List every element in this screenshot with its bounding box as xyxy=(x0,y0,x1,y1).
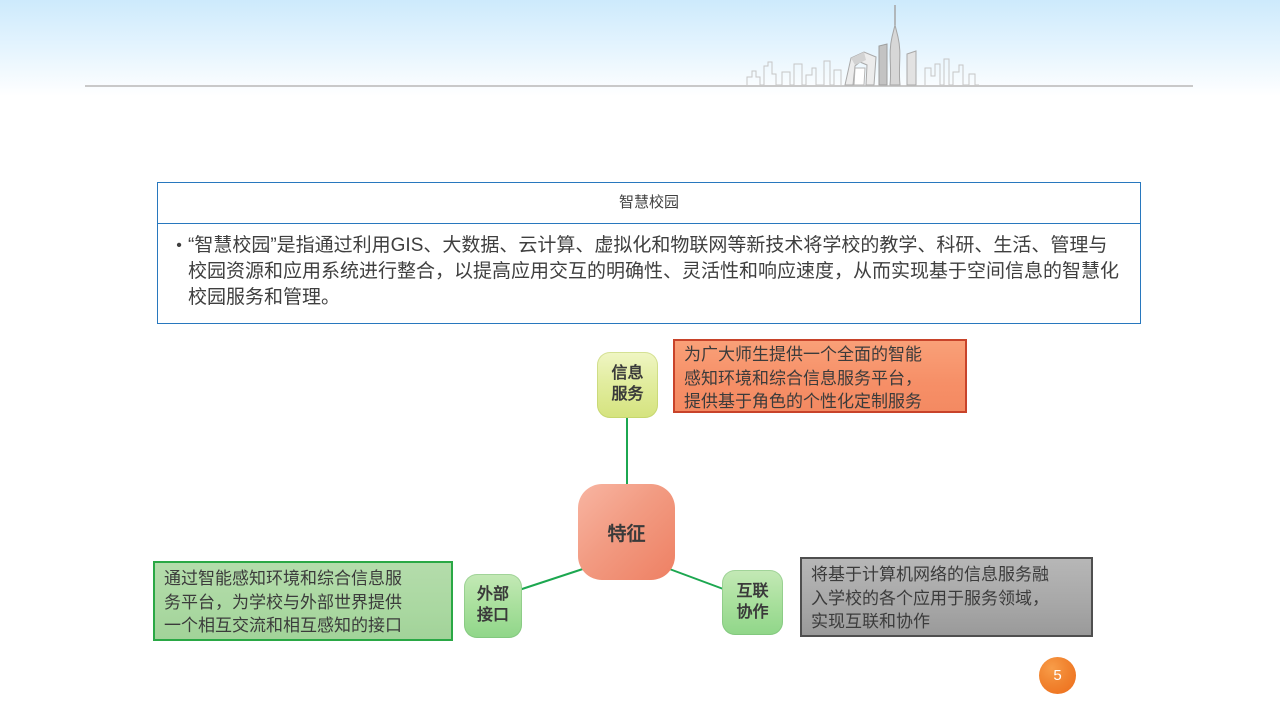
node-interconnect: 互联协作 xyxy=(722,570,783,635)
callout-interconnect-line: 入学校的各个应用于服务领域， xyxy=(811,588,1049,608)
header-divider-line xyxy=(85,85,1193,87)
callout-interconnect-line: 将基于计算机网络的信息服务融 xyxy=(811,565,1049,584)
definition-title: 智慧校园 xyxy=(158,183,1140,224)
callout-interconnect-line: 实现互联和协作 xyxy=(811,612,930,631)
callout-external-interface: 通过智能感知环境和综合信息服 务平台，为学校与外部世界提供 一个相互交流和相互感… xyxy=(153,561,453,641)
callout-interconnect: 将基于计算机网络的信息服务融 入学校的各个应用于服务领域， 实现互联和协作 xyxy=(800,557,1093,637)
node-info-service: 信息服务 xyxy=(597,352,658,418)
page-number-badge: 5 xyxy=(1039,657,1076,694)
callout-info-service-line: 感知环境和综合信息服务平台， xyxy=(684,368,922,388)
node-features-center: 特征 xyxy=(578,484,675,580)
node-info-service-label: 信息服务 xyxy=(611,365,644,403)
callout-external-interface-line: 务平台，为学校与外部世界提供 xyxy=(164,592,402,612)
node-interconnect-label: 互联协作 xyxy=(736,582,769,621)
header-gradient-band xyxy=(0,0,1280,96)
callout-info-service-line: 为广大师生提供一个全面的智能 xyxy=(684,345,922,364)
callout-external-interface-line: 通过智能感知环境和综合信息服 xyxy=(164,569,402,588)
callout-info-service: 为广大师生提供一个全面的智能 感知环境和综合信息服务平台， 提供基于角色的个性化… xyxy=(673,339,967,413)
callout-info-service-line: 提供基于角色的个性化定制服务 xyxy=(684,392,922,411)
page-number: 5 xyxy=(1053,667,1062,684)
callout-external-interface-line: 一个相互交流和相互感知的接口 xyxy=(164,616,402,635)
definition-body: • “智慧校园”是指通过利用GIS、大数据、云计算、虚拟化和物联网等新技术将学校… xyxy=(158,224,1140,323)
bullet-icon: • xyxy=(176,237,182,254)
definition-text: “智慧校园”是指通过利用GIS、大数据、云计算、虚拟化和物联网等新技术将学校的教… xyxy=(188,235,1120,308)
city-skyline-icon xyxy=(746,5,979,86)
definition-box: 智慧校园 • “智慧校园”是指通过利用GIS、大数据、云计算、虚拟化和物联网等新… xyxy=(157,182,1141,324)
node-external-interface: 外部接口 xyxy=(464,574,522,638)
node-features-label: 特征 xyxy=(607,523,646,545)
node-external-interface-label: 外部接口 xyxy=(476,586,509,624)
